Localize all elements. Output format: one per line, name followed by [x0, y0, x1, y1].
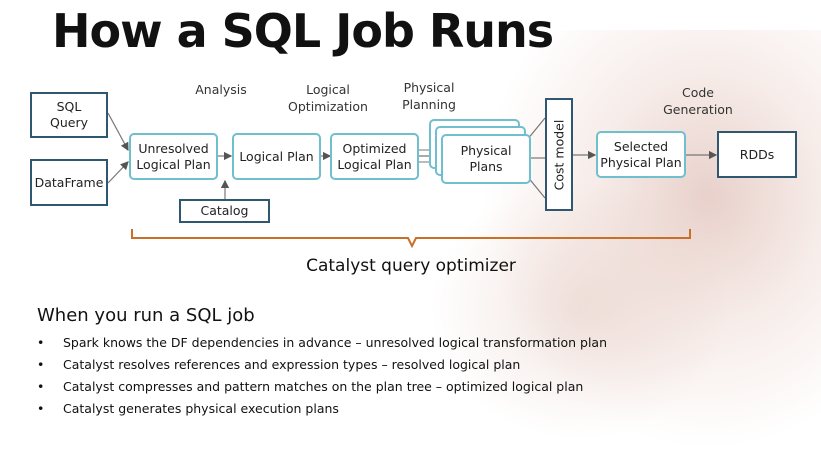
list-item: • Catalyst generates physical execution p…	[37, 398, 607, 420]
optimized-logical-plan-box: Optimized Logical Plan	[330, 133, 419, 180]
bullet-text: Catalyst resolves references and express…	[63, 357, 521, 372]
bullet-marker: •	[37, 335, 45, 350]
unresolved-logical-plan-box: Unresolved Logical Plan	[129, 133, 218, 180]
bullet-marker: •	[37, 401, 45, 416]
catalyst-brace	[131, 229, 691, 249]
bullet-marker: •	[37, 379, 45, 394]
cost-model-label: Cost model	[551, 119, 567, 190]
bullet-marker: •	[37, 357, 45, 372]
sql-query-box: SQL Query	[30, 92, 108, 138]
list-item: • Catalyst resolves references and expres…	[37, 354, 607, 376]
catalyst-optimizer-label: Catalyst query optimizer	[306, 256, 516, 276]
arrow-sql-to-unresolved	[107, 112, 129, 152]
list-item: • Spark knows the DF dependencies in adva…	[37, 332, 607, 354]
physical-plans-box: Physical Plans	[441, 134, 531, 184]
bullet-text: Catalyst compresses and pattern matches …	[63, 379, 584, 394]
section-heading: When you run a SQL job	[37, 305, 255, 326]
stage-code-generation: Code Generation	[663, 85, 733, 117]
arrow-dataframe-to-unresolved	[107, 161, 129, 184]
cost-model-box: Cost model	[545, 98, 573, 211]
stage-physical-planning: Physical Planning	[402, 80, 456, 112]
bullet-text: Catalyst generates physical execution pl…	[63, 401, 339, 416]
bullet-list: • Spark knows the DF dependencies in adva…	[37, 332, 607, 420]
logical-plan-box: Logical Plan	[232, 133, 321, 180]
slide-title: How a SQL Job Runs	[52, 4, 554, 58]
catalog-box: Catalog	[179, 199, 270, 223]
stage-logical-optimization: Logical Optimization	[288, 82, 368, 114]
stage-analysis: Analysis	[195, 82, 247, 97]
dataframe-box: DataFrame	[30, 159, 108, 206]
list-item: • Catalyst compresses and pattern matches…	[37, 376, 607, 398]
rdds-box: RDDs	[717, 131, 797, 178]
selected-physical-plan-box: Selected Physical Plan	[596, 131, 686, 178]
bullet-text: Spark knows the DF dependencies in advan…	[63, 335, 608, 350]
